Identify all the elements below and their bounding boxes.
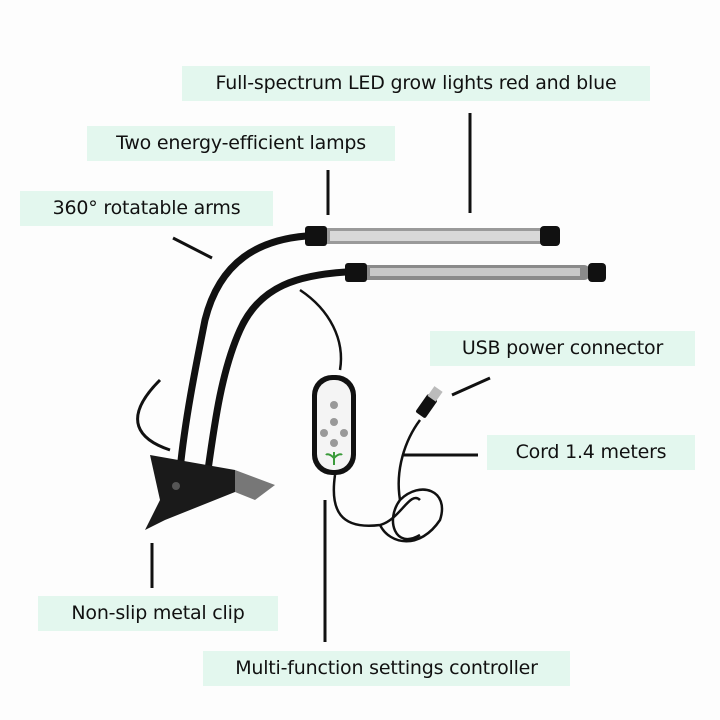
label-cord-length: Cord 1.4 meters xyxy=(487,435,695,470)
upper-lamp-bar xyxy=(305,226,560,246)
settings-controller xyxy=(312,375,356,475)
usb-plug xyxy=(416,386,443,418)
lower-lamp-bar xyxy=(345,263,606,282)
lower-arm xyxy=(204,268,347,471)
pointer-rotatable-arms xyxy=(172,236,213,260)
metal-clip xyxy=(145,455,275,530)
label-controller: Multi-function settings controller xyxy=(203,651,570,686)
label-full-spectrum: Full-spectrum LED grow lights red and bl… xyxy=(182,66,650,101)
label-rotatable-arms: 360° rotatable arms xyxy=(20,191,273,226)
grow-light-photo xyxy=(136,226,606,543)
pointer-lines xyxy=(150,113,491,642)
label-metal-clip: Non-slip metal clip xyxy=(38,596,278,631)
upper-arm xyxy=(176,232,307,471)
label-two-lamps: Two energy-efficient lamps xyxy=(87,126,395,161)
label-usb-connector: USB power connector xyxy=(430,331,695,366)
pointer-usb xyxy=(451,376,491,397)
